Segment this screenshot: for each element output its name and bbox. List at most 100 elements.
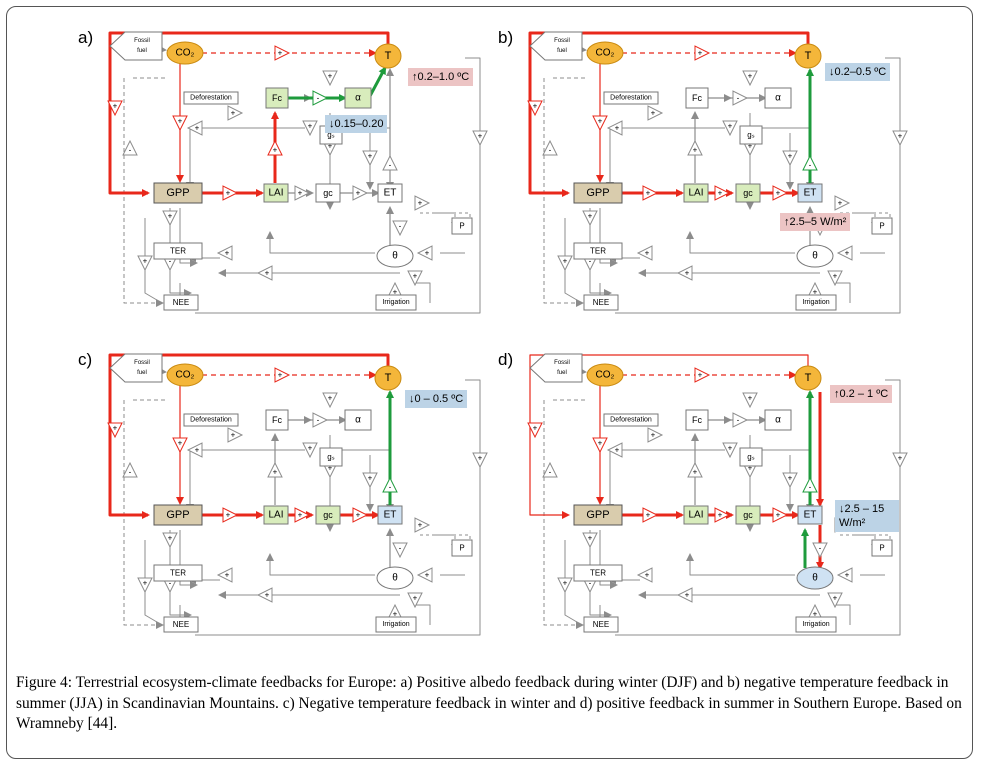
sign-triangle xyxy=(527,422,543,439)
alpha-node xyxy=(764,87,792,109)
sign-triangle xyxy=(312,412,329,428)
feedback-arrow xyxy=(144,540,163,626)
sign-triangle xyxy=(687,461,703,478)
gs-node-label: gₛ xyxy=(327,453,334,462)
sign-triangle xyxy=(582,210,598,227)
feedback-arrow xyxy=(686,553,795,576)
sign-triangle xyxy=(312,90,329,106)
sign-label: + xyxy=(143,257,148,266)
sign-triangle xyxy=(172,115,188,132)
sign-label: + xyxy=(588,534,593,543)
sign-label: - xyxy=(809,483,812,492)
p-node-label: P xyxy=(879,222,884,231)
sign-triangle xyxy=(186,120,203,136)
sign-label: + xyxy=(328,72,333,81)
sign-label: + xyxy=(393,610,398,619)
irrigation-node xyxy=(375,294,417,311)
sign-label: + xyxy=(226,189,231,198)
sign-triangle xyxy=(352,507,369,523)
fc-node-label: Fᴄ xyxy=(272,415,282,425)
sign-triangle xyxy=(722,120,738,137)
feedback-arrow xyxy=(835,282,851,303)
sign-label: + xyxy=(113,102,118,111)
t-to-gpp-arrow xyxy=(528,31,810,197)
temperature-node-label: T xyxy=(805,50,812,62)
deforestation-node xyxy=(603,91,659,105)
fc-node-label: Fᴄ xyxy=(692,415,702,425)
sign-label: + xyxy=(308,122,313,131)
sign-triangle xyxy=(362,150,378,167)
sign-triangle xyxy=(472,452,488,469)
deforestation-node-label: Deforestation xyxy=(610,95,652,102)
sign-label: - xyxy=(589,257,592,266)
sign-label: + xyxy=(328,142,333,151)
sign-triangle xyxy=(742,392,758,409)
sign-triangle xyxy=(137,577,153,594)
nee-node-label: NEE xyxy=(593,298,609,307)
value-badge: ↓2.5 – 15 W/m² xyxy=(835,500,899,532)
nee-node xyxy=(163,616,199,633)
p-node xyxy=(871,217,893,235)
sign-triangle xyxy=(172,437,188,454)
sign-triangle xyxy=(216,245,233,261)
fossil-fuel-label: fuel xyxy=(557,48,567,54)
nee-node xyxy=(583,294,619,311)
theta-node xyxy=(376,244,414,268)
lai-node xyxy=(263,183,289,203)
gpp-node xyxy=(153,182,203,204)
sign-label: + xyxy=(265,591,270,600)
fc-node xyxy=(685,409,709,431)
value-badge: ↑0.2 – 1 ºC xyxy=(830,385,893,403)
p-node xyxy=(451,217,473,235)
ter-node xyxy=(573,242,623,260)
irrigation-node-label: Irrigation xyxy=(382,621,409,628)
temperature-node xyxy=(794,365,822,391)
fossil-fuel-node xyxy=(529,31,583,61)
sign-label: + xyxy=(788,152,793,161)
gpp-to-ter-arrow xyxy=(169,530,192,619)
sign-label: + xyxy=(265,269,270,278)
fc-node-label: Fᴄ xyxy=(272,93,282,103)
sign-triangle xyxy=(892,452,908,469)
et-node xyxy=(377,183,403,203)
co2-node xyxy=(166,41,204,65)
feedback-arrow xyxy=(266,231,375,254)
co2-node-label: CO₂ xyxy=(176,48,195,59)
fc-node-label: Fᴄ xyxy=(692,93,702,103)
panel-b: b) +++++++--+-+-++++++++-+++++Fossilfuel… xyxy=(490,18,910,318)
sign-triangle xyxy=(222,507,239,523)
deforestation-node-label: Deforestation xyxy=(190,95,232,102)
gpp-node-label: GPP xyxy=(586,187,609,199)
sign-triangle xyxy=(542,461,558,478)
sign-label: - xyxy=(809,161,812,170)
co2-node xyxy=(586,41,624,65)
gpp-to-ter-arrow xyxy=(169,208,192,297)
sign-label: - xyxy=(737,416,740,425)
sign-label: - xyxy=(129,146,132,155)
temperature-node-label: T xyxy=(805,372,812,384)
feedback-diagram: +++++++--+-+-++++++++-+++++FossilfuelCO₂… xyxy=(527,353,908,636)
fossil-fuel-label: fuel xyxy=(557,370,567,376)
sign-label: + xyxy=(615,446,620,455)
deforestation-node xyxy=(183,91,239,105)
sign-label: - xyxy=(389,483,392,492)
sign-triangle xyxy=(676,587,693,603)
sign-label: + xyxy=(225,249,230,258)
sign-label: + xyxy=(693,146,698,155)
sign-triangle xyxy=(642,185,659,201)
sign-triangle xyxy=(527,100,543,117)
deforestation-node-label: Deforestation xyxy=(190,417,232,424)
fossil-fuel-label: Fossil xyxy=(554,360,570,366)
sign-triangle xyxy=(647,105,664,121)
value-badge: ↓0.2–0.5 ºC xyxy=(825,63,891,81)
fossil-fuel-label: fuel xyxy=(137,370,147,376)
et-node-label: ET xyxy=(804,188,817,199)
gc-node xyxy=(315,505,341,525)
theta-node xyxy=(796,566,834,590)
irrigation-node-label: Irrigation xyxy=(382,299,409,306)
temperature-node-label: T xyxy=(385,372,392,384)
sign-label: + xyxy=(113,424,118,433)
deforestation-node xyxy=(183,413,239,427)
sign-label: + xyxy=(646,511,651,520)
sign-label: + xyxy=(698,49,703,58)
